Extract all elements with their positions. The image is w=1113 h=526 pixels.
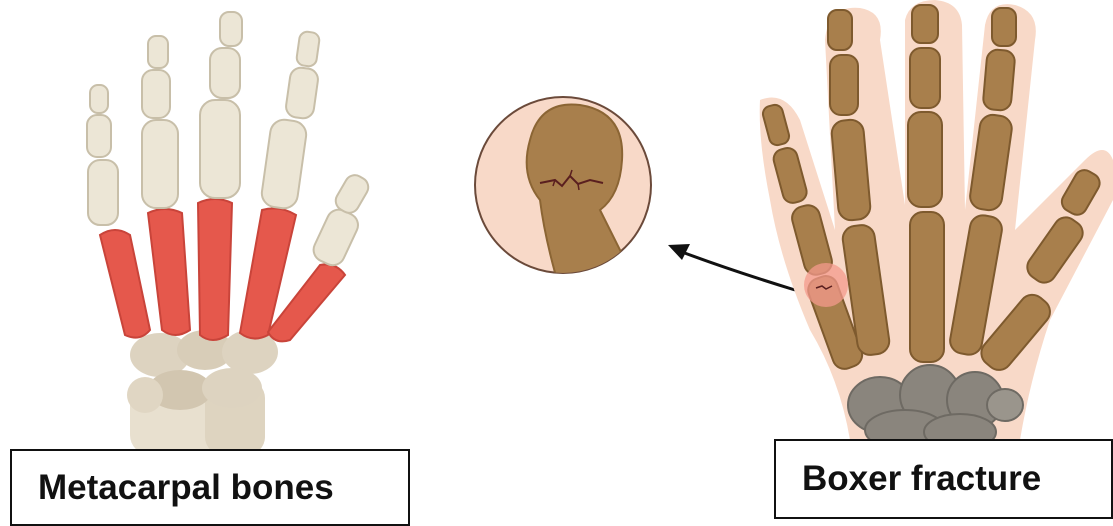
fracture-highlight [804,263,848,307]
fracture-zoom-detail [475,97,795,290]
metacarpal-bones-label: Metacarpal bones [10,449,410,526]
arrowhead-icon [668,244,690,260]
carpal-bones [127,330,278,413]
boxer-fracture-label: Boxer fracture [774,439,1113,519]
metacarpal-bones [100,199,345,341]
boxer-fracture-label-text: Boxer fracture [802,459,1041,499]
metacarpal-hand-illustration [87,12,372,455]
pointer-arrow [682,252,795,290]
metacarpal-bones-label-text: Metacarpal bones [38,468,334,508]
boxer-fracture-hand-illustration [760,0,1113,450]
